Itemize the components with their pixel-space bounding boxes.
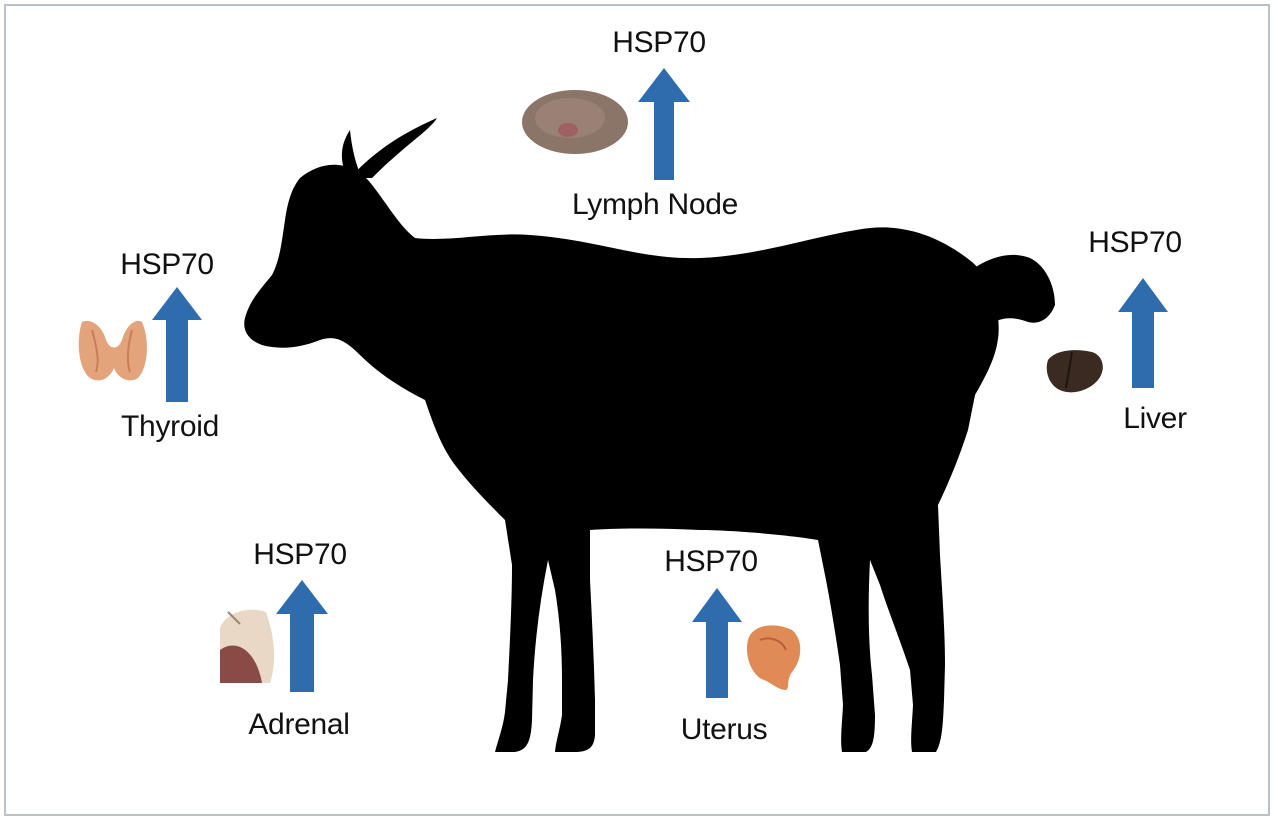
thyroid-label: Thyroid	[121, 410, 219, 444]
liver-icon	[1047, 350, 1103, 392]
uterus-label: Uterus	[681, 713, 768, 747]
thyroid-marker-label: HSP70	[120, 248, 214, 282]
adrenal-label: Adrenal	[248, 708, 349, 742]
thyroid-icon	[79, 321, 147, 381]
up-arrow-icon	[152, 287, 202, 402]
uterus-icon	[747, 625, 800, 690]
adrenal-icon	[220, 610, 274, 683]
uterus-marker-label: HSP70	[664, 545, 758, 579]
up-arrow-icon	[638, 68, 690, 180]
liver-marker-label: HSP70	[1088, 226, 1182, 260]
adrenal-marker-label: HSP70	[253, 538, 347, 572]
lymph-node-marker-label: HSP70	[612, 26, 706, 60]
up-arrow-icon	[276, 580, 328, 692]
liver-label: Liver	[1123, 402, 1187, 436]
up-arrow-icon	[692, 588, 742, 698]
lymph-node-label: Lymph Node	[572, 188, 738, 222]
up-arrow-icon	[1118, 278, 1168, 388]
lymph-node-icon	[522, 90, 628, 154]
